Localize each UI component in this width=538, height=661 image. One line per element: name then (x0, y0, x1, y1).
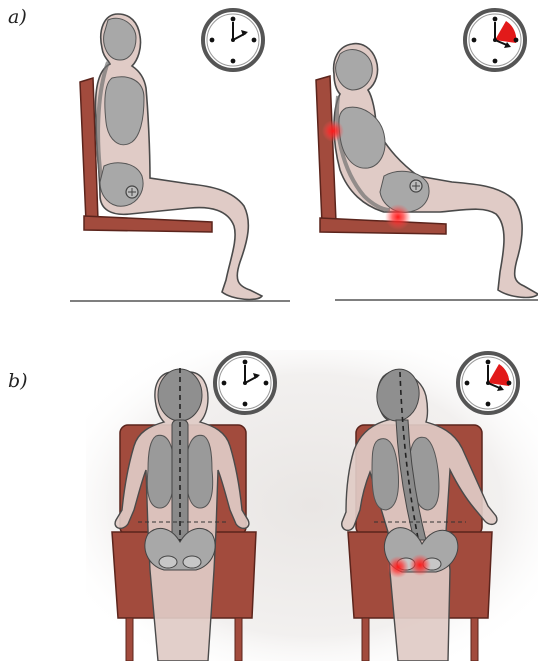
chair-leg (235, 618, 242, 661)
panel-label-b: b) (8, 370, 28, 392)
chair-leg (126, 618, 133, 661)
chair-seat (84, 216, 212, 232)
chair-leg (362, 618, 369, 661)
figure-a-slouched (316, 44, 538, 300)
pelvis (100, 163, 143, 206)
panel-label-a: a) (8, 6, 27, 28)
chair-backrest (316, 76, 336, 224)
pain-point-icon (385, 204, 411, 230)
lung-left (147, 435, 174, 508)
clock-icon (458, 353, 518, 413)
pain-point-icon (387, 556, 409, 578)
chair-seat (320, 218, 446, 234)
lung-right (186, 435, 213, 508)
skull-shape (336, 50, 373, 90)
clock-icon (215, 353, 275, 413)
pain-point-icon (409, 554, 431, 576)
chair-leg (471, 618, 478, 661)
torso-organs (105, 77, 144, 145)
clock-icon (465, 10, 525, 70)
pain-point-icon (322, 120, 344, 142)
clock-icon (203, 10, 263, 70)
